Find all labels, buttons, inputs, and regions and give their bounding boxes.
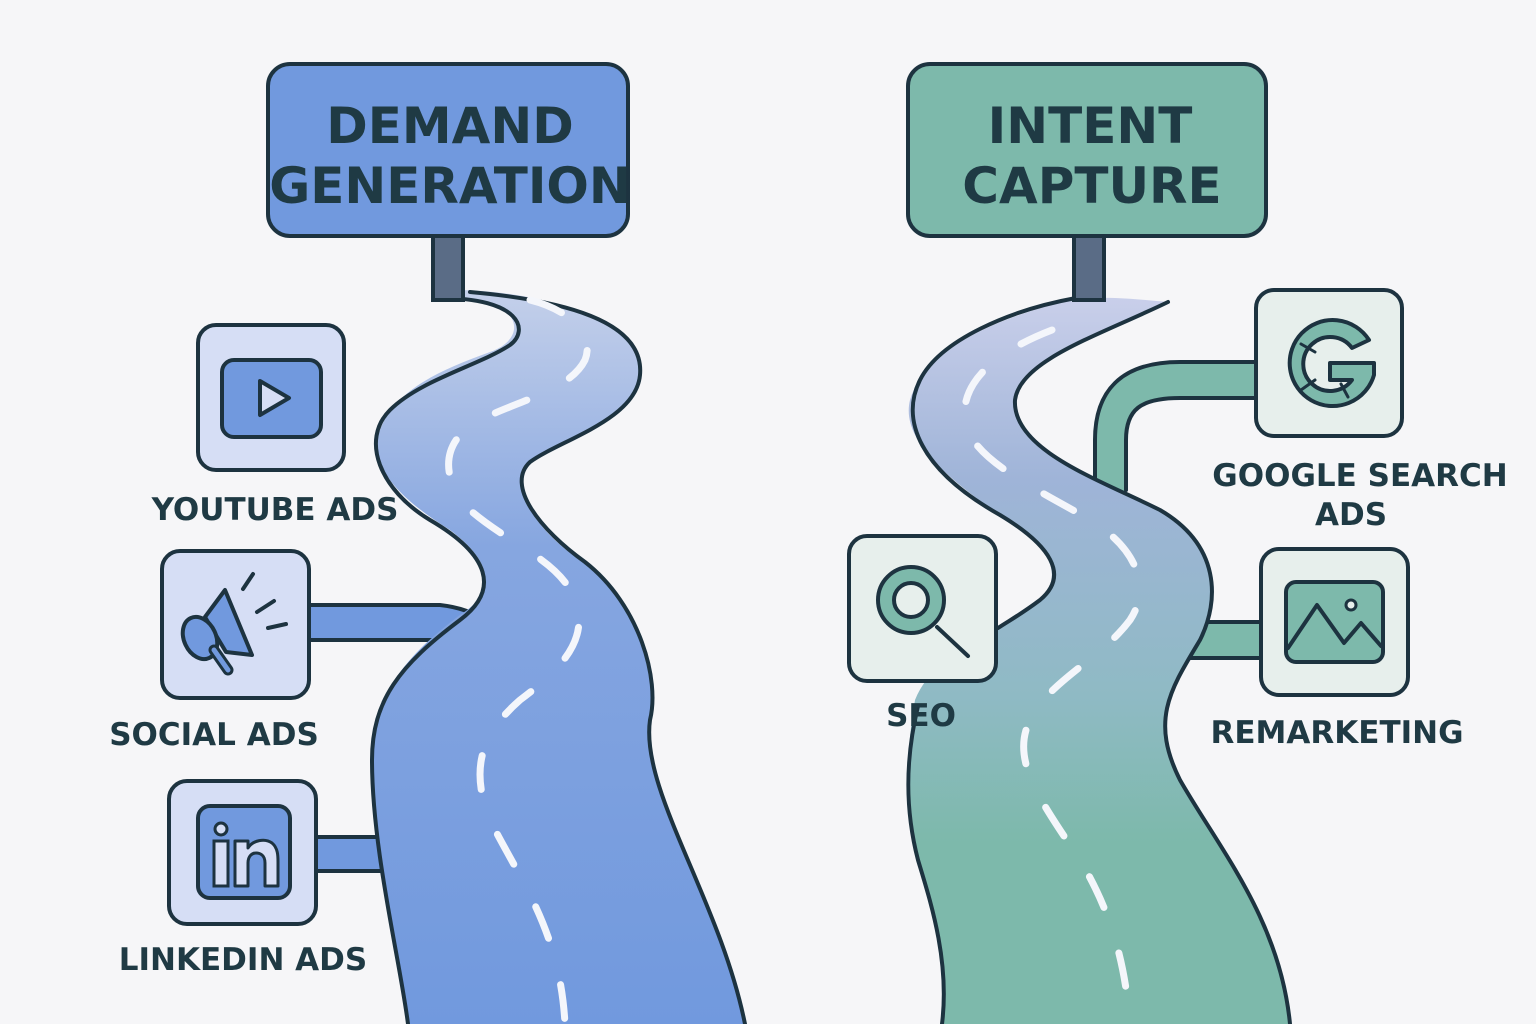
channel-social-ads[interactable]: SOCIAL ADS (109, 549, 319, 753)
channel-label-line2: ADS (1315, 497, 1387, 533)
channel-label-line1: GOOGLE SEARCH (1212, 458, 1507, 494)
image-picture-icon (1284, 580, 1385, 664)
channel-linkedin-ads[interactable]: LINKEDIN ADS (119, 779, 367, 978)
demand-generation-section: DEMAND GENERATION YOUTUBE ADS (109, 62, 747, 1024)
google-g-icon (1287, 318, 1376, 409)
channel-label: SEO (886, 698, 956, 734)
demand-sign-post (431, 230, 465, 302)
megaphone-icon (180, 572, 288, 676)
intent-sign-line1: INTENT (988, 97, 1193, 155)
demand-road (371, 290, 745, 1024)
demand-generation-sign: DEMAND GENERATION (266, 62, 631, 238)
channel-label: YOUTUBE ADS (151, 492, 399, 528)
channel-label: SOCIAL ADS (109, 717, 319, 753)
channel-google-search-ads[interactable]: GOOGLE SEARCH ADS (1212, 288, 1508, 533)
channel-youtube-ads[interactable]: YOUTUBE ADS (151, 323, 399, 528)
intent-sign-line2: CAPTURE (962, 157, 1221, 215)
channel-label: REMARKETING (1210, 715, 1463, 751)
intent-sign-post (1072, 230, 1106, 302)
intent-capture-section: INTENT CAPTURE GOOGLE SEARCH ADS SEO (847, 62, 1508, 1024)
magnifier-icon (876, 565, 970, 658)
channel-seo[interactable]: SEO (847, 534, 998, 734)
channel-label: LINKEDIN ADS (119, 942, 367, 978)
demand-sign-line2: GENERATION (269, 157, 631, 215)
channel-remarketing[interactable]: REMARKETING (1210, 547, 1464, 751)
intent-road (907, 297, 1290, 1024)
intent-capture-sign: INTENT CAPTURE (906, 62, 1268, 238)
linkedin-icon (196, 804, 292, 900)
google-connector (1095, 362, 1256, 492)
demand-sign-line1: DEMAND (326, 97, 573, 155)
youtube-play-icon (220, 358, 323, 439)
